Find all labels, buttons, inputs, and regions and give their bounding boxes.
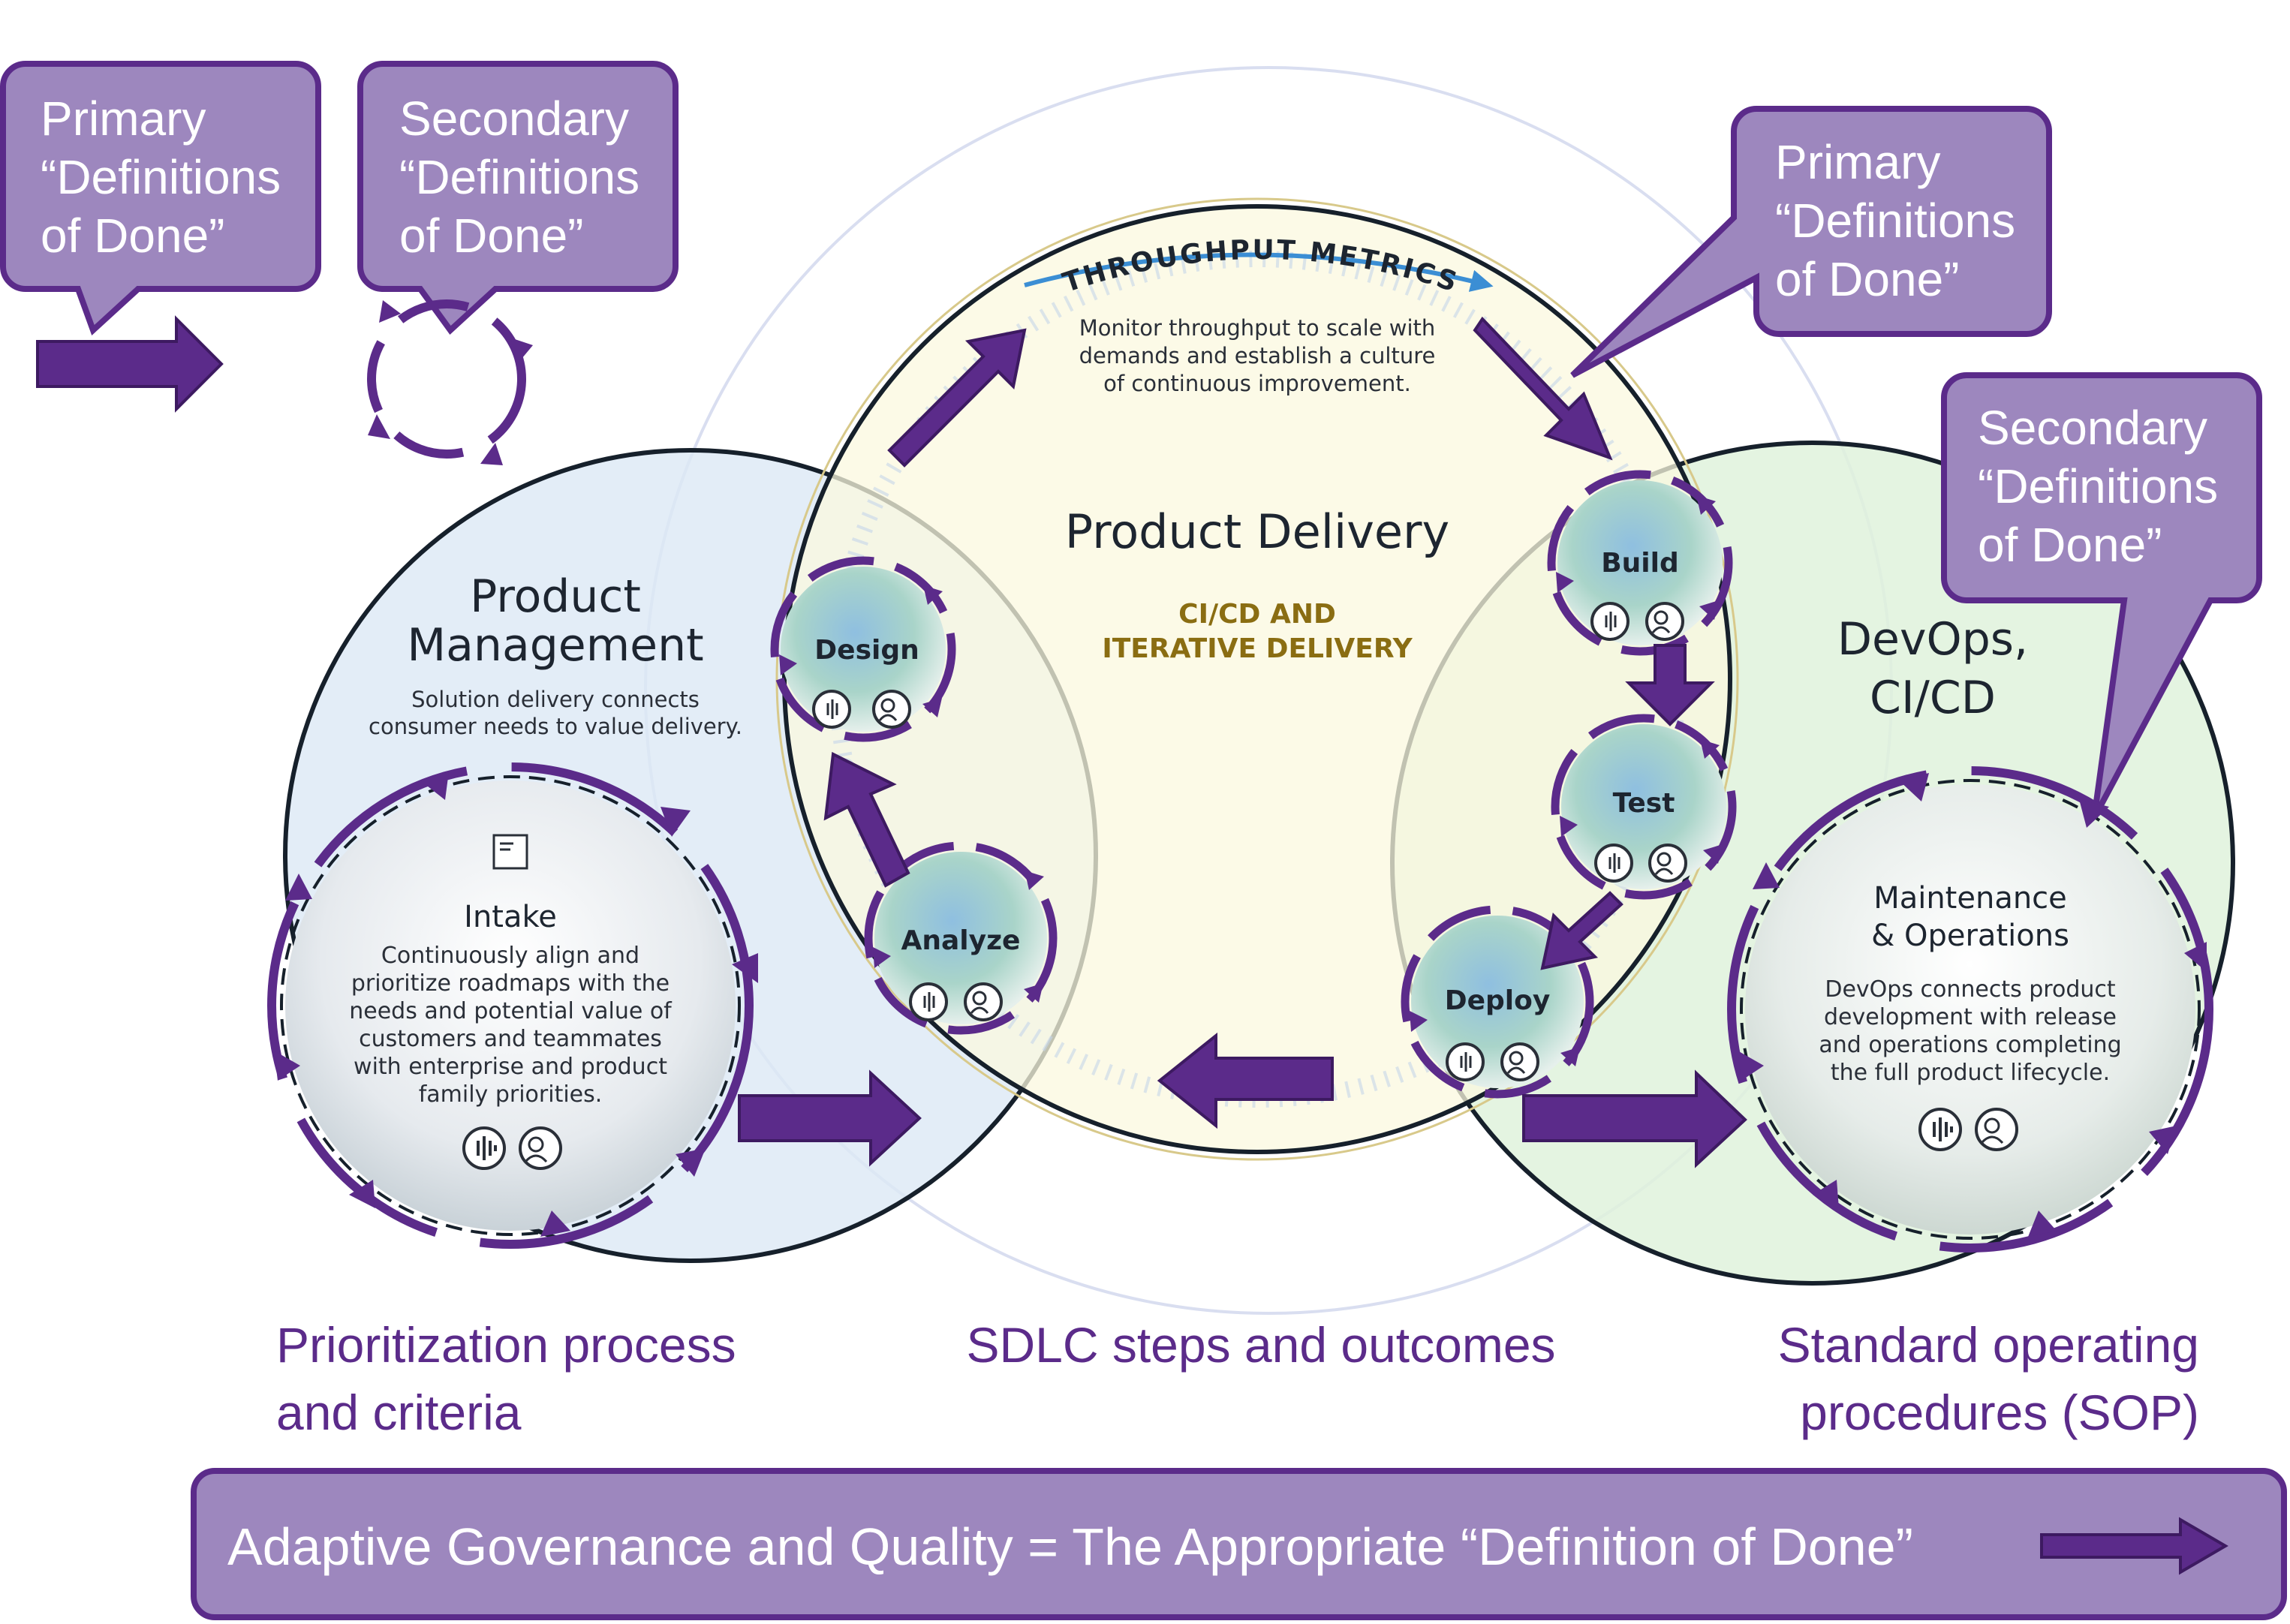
- svg-text:of Done”: of Done”: [399, 209, 583, 263]
- svg-text:“Definitions: “Definitions: [399, 150, 639, 204]
- caption-right-line-2: procedures (SOP): [1800, 1385, 2199, 1440]
- intake-line-4: customers and teammates: [359, 1026, 662, 1052]
- person-speech-icon: [1500, 1042, 1539, 1081]
- audio-wave-icon: [1918, 1108, 1962, 1151]
- svg-text:of Done”: of Done”: [41, 209, 224, 263]
- caption-right-line-1: Standard operating: [1778, 1317, 2199, 1373]
- intake-line-5: with enterprise and product: [354, 1054, 667, 1080]
- step-deploy: Deploy: [1401, 905, 1594, 1099]
- arrow-deploy-to-maintenance: [1522, 1069, 1747, 1168]
- maintenance-line-3: and operations completing: [1819, 1032, 2121, 1058]
- person-speech-icon: [1645, 602, 1684, 641]
- step-design: Design: [770, 556, 956, 742]
- svg-text:Primary: Primary: [41, 92, 206, 146]
- banner-text: Adaptive Governance and Quality = The Ap…: [227, 1517, 1913, 1576]
- person-speech-icon: [519, 1126, 562, 1170]
- test-label: Test: [1613, 788, 1675, 819]
- caption-left-line-1: Prioritization process: [276, 1317, 736, 1373]
- throughput-line-1: Monitor throughput to scale with: [1079, 315, 1436, 341]
- intake-title: Intake: [464, 900, 557, 934]
- right-primary-callout: Primary “Definitions of Done”: [1570, 106, 2052, 378]
- arrow-throughput-to-build: [1473, 316, 1613, 461]
- svg-text:of Done”: of Done”: [1775, 252, 1959, 306]
- intake-line-3: needs and potential value of: [349, 998, 673, 1024]
- throughput-line-3: of continuous improvement.: [1103, 371, 1411, 396]
- maintenance-line-1: DevOps connects product: [1825, 976, 2116, 1003]
- flow-arrows: [738, 316, 1747, 1168]
- pm-title-line-1: Product: [470, 570, 641, 623]
- analyze-label: Analyze: [901, 925, 1021, 956]
- svg-text:“Definitions: “Definitions: [41, 150, 281, 204]
- person-speech-icon: [1648, 844, 1687, 883]
- audio-wave-icon: [1590, 602, 1629, 641]
- throughput-line-2: demands and establish a culture: [1079, 343, 1436, 368]
- pm-desc-line-1: Solution delivery connects: [411, 687, 700, 712]
- design-label: Design: [814, 635, 919, 666]
- svg-text:Secondary: Secondary: [399, 92, 629, 146]
- arrow-intake-to-analyze: [738, 1069, 922, 1167]
- delivery-subtitle-line-1: CI/CD AND: [1178, 599, 1336, 630]
- intake-line-2: prioritize roadmaps with the: [351, 970, 670, 997]
- product-delivery-title: Product Delivery: [1065, 504, 1449, 559]
- audio-wave-icon: [1446, 1042, 1485, 1081]
- legend-primary-callout: Primary “Definitions of Done”: [0, 61, 321, 335]
- arrow-analyze-to-design: [823, 751, 910, 888]
- devops-title-line-1: DevOps,: [1837, 613, 2028, 666]
- arrow-design-to-throughput: [887, 328, 1027, 468]
- pm-title-line-2: Management: [407, 619, 703, 672]
- pm-desc-line-2: consumer needs to value delivery.: [369, 714, 742, 739]
- arrow-test-to-deploy: [1540, 891, 1623, 970]
- right-secondary-callout: Secondary “Definitions of Done”: [1941, 372, 2262, 820]
- document-icon: [492, 834, 528, 870]
- build-label: Build: [1601, 548, 1679, 579]
- person-speech-icon: [1975, 1108, 2018, 1151]
- legend-secondary-callout: Secondary “Definitions of Done”: [357, 61, 679, 335]
- delivery-subtitle-line-2: ITERATIVE DELIVERY: [1102, 633, 1413, 664]
- intake-node: Intake Continuously align and prioritize…: [267, 762, 758, 1249]
- step-test: Test: [1551, 714, 1737, 900]
- maintenance-title-line-2: & Operations: [1871, 919, 2069, 953]
- intake-line-1: Continuously align and: [381, 943, 639, 969]
- audio-wave-icon: [1594, 844, 1633, 883]
- audio-wave-icon: [812, 690, 851, 729]
- svg-text:Primary: Primary: [1775, 135, 1940, 189]
- maintenance-line-2: development with release: [1824, 1004, 2117, 1030]
- svg-text:Secondary: Secondary: [1978, 401, 2207, 455]
- audio-wave-icon: [909, 982, 948, 1021]
- person-speech-icon: [872, 690, 911, 729]
- banner-arrow-icon: [2040, 1517, 2228, 1575]
- arrow-feedback-left: [1157, 1032, 1334, 1129]
- caption-center: SDLC steps and outcomes: [966, 1317, 1555, 1373]
- maintenance-line-4: the full product lifecycle.: [1831, 1060, 2110, 1086]
- maintenance-title-line-1: Maintenance: [1873, 881, 2067, 916]
- legend-secondary-cycle-icon: [367, 299, 533, 465]
- svg-text:of Done”: of Done”: [1978, 518, 2162, 572]
- legend-primary-arrow: [36, 315, 224, 413]
- deploy-label: Deploy: [1445, 985, 1551, 1016]
- intake-line-6: family priorities.: [419, 1081, 603, 1108]
- svg-text:“Definitions: “Definitions: [1775, 194, 2015, 248]
- caption-left-line-2: and criteria: [276, 1385, 522, 1440]
- throughput-arc: [1024, 252, 1494, 292]
- step-build: Build: [1547, 470, 1733, 656]
- governance-banner: Adaptive Governance and Quality = The Ap…: [191, 1468, 2287, 1620]
- arrow-build-to-test: [1625, 644, 1715, 726]
- maintenance-node: Maintenance & Operations DevOps connects…: [1727, 766, 2213, 1253]
- audio-wave-icon: [462, 1126, 506, 1170]
- devops-title-line-2: CI/CD: [1870, 672, 1996, 724]
- step-analyze: Analyze: [864, 841, 1058, 1035]
- person-speech-icon: [964, 982, 1003, 1021]
- delivery-inner-ring: [775, 197, 1739, 1161]
- svg-text:“Definitions: “Definitions: [1978, 459, 2218, 513]
